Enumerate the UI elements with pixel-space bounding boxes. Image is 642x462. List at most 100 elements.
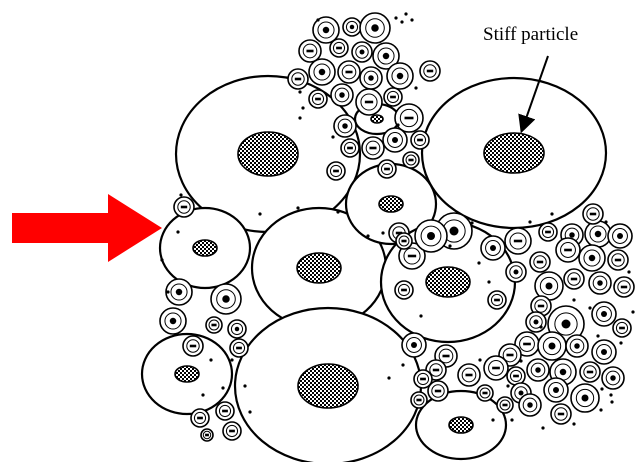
particle-inclusion <box>538 305 544 308</box>
particle-inclusion <box>595 231 602 238</box>
stiff-core <box>449 417 473 433</box>
fine-grain <box>316 18 319 21</box>
particle-inclusion <box>390 96 396 99</box>
particle-inclusion <box>392 137 398 143</box>
fine-grain <box>519 359 522 362</box>
fine-grain <box>588 306 591 309</box>
stiff-core <box>379 196 403 212</box>
fine-grain <box>619 341 622 344</box>
particle-inclusion <box>564 249 572 252</box>
particle-inclusion <box>553 387 559 393</box>
particle-inclusion <box>350 25 355 30</box>
fine-grain <box>381 231 384 234</box>
particle-inclusion <box>513 375 519 378</box>
fine-grain <box>179 193 182 196</box>
fine-grain <box>410 18 413 21</box>
fine-grain <box>243 384 246 387</box>
fine-grain <box>506 384 509 387</box>
particle-inclusion <box>482 392 487 395</box>
particle-inclusion <box>383 53 390 60</box>
particle-inclusion <box>490 245 496 251</box>
particle-inclusion <box>222 295 230 303</box>
fine-grain <box>491 418 494 421</box>
particle-inclusion <box>369 147 376 150</box>
fine-grain <box>160 258 163 261</box>
particle-inclusion <box>384 168 390 171</box>
particle-inclusion <box>558 413 564 416</box>
fine-grain <box>298 116 301 119</box>
particle-inclusion <box>519 391 524 396</box>
fine-grain <box>610 400 613 403</box>
particle-inclusion <box>601 349 607 355</box>
particle-inclusion <box>417 139 423 142</box>
particle-inclusion <box>235 327 240 332</box>
particle-inclusion <box>514 270 519 275</box>
particle-inclusion <box>420 378 426 381</box>
particle-inclusion <box>401 289 407 292</box>
particle-inclusion <box>571 278 577 281</box>
particle-inclusion <box>569 232 575 238</box>
particle-inclusion <box>336 47 342 50</box>
particle-inclusion <box>347 147 353 150</box>
particle-inclusion <box>562 320 571 329</box>
fine-grain <box>600 387 603 390</box>
particle-inclusion <box>433 369 439 372</box>
particle-inclusion <box>601 311 607 317</box>
stiff-core <box>426 267 470 297</box>
particle-inclusion <box>494 299 500 302</box>
particle-inclusion <box>527 402 533 408</box>
particle-inclusion <box>442 355 449 358</box>
particle-inclusion <box>411 342 417 348</box>
particle-inclusion <box>397 73 404 80</box>
fine-grain <box>596 334 599 337</box>
particle-cluster <box>142 13 634 462</box>
particle-inclusion <box>205 434 209 437</box>
particle-inclusion <box>342 123 348 129</box>
stiff-core <box>484 133 544 173</box>
particle-inclusion <box>546 283 553 290</box>
particle-inclusion <box>371 24 379 32</box>
particle-inclusion <box>589 255 596 262</box>
particle-inclusion <box>365 101 373 104</box>
fine-grain <box>258 212 261 215</box>
fine-grain <box>609 393 612 396</box>
fine-grain <box>366 234 369 237</box>
fine-grain <box>401 363 404 366</box>
fine-grain <box>550 212 553 215</box>
stiff-core <box>175 366 199 382</box>
particle-inclusion <box>590 213 596 216</box>
fine-grain <box>528 220 531 223</box>
particle-inclusion <box>306 50 313 53</box>
particle-inclusion <box>295 78 301 81</box>
stiff-core <box>193 240 217 256</box>
particle-inclusion <box>236 347 242 350</box>
particle-inclusion <box>502 404 507 407</box>
fine-grain <box>572 298 575 301</box>
fine-grain <box>400 20 403 23</box>
fine-grain <box>176 230 179 233</box>
fine-grain <box>599 408 602 411</box>
particle-inclusion <box>523 343 531 346</box>
particle-inclusion <box>170 318 177 325</box>
particle-inclusion <box>408 159 413 162</box>
particle-inclusion <box>405 117 414 120</box>
fine-grain <box>541 426 544 429</box>
fine-grain <box>387 376 390 379</box>
fine-grain <box>221 386 224 389</box>
fine-grain <box>336 210 339 213</box>
particle-inclusion <box>610 375 616 381</box>
fine-grain <box>248 410 251 413</box>
fine-grain <box>487 280 490 283</box>
particle-inclusion <box>360 50 365 55</box>
fine-grain <box>470 221 473 224</box>
particle-inclusion <box>514 240 522 243</box>
particle-inclusion <box>582 395 589 402</box>
particle-inclusion <box>450 227 459 236</box>
fine-grain <box>539 325 542 328</box>
fine-grain <box>201 393 204 396</box>
fine-grain <box>572 422 575 425</box>
particle-inclusion <box>401 240 406 243</box>
particle-inclusion <box>368 75 374 81</box>
particle-inclusion <box>465 374 472 377</box>
